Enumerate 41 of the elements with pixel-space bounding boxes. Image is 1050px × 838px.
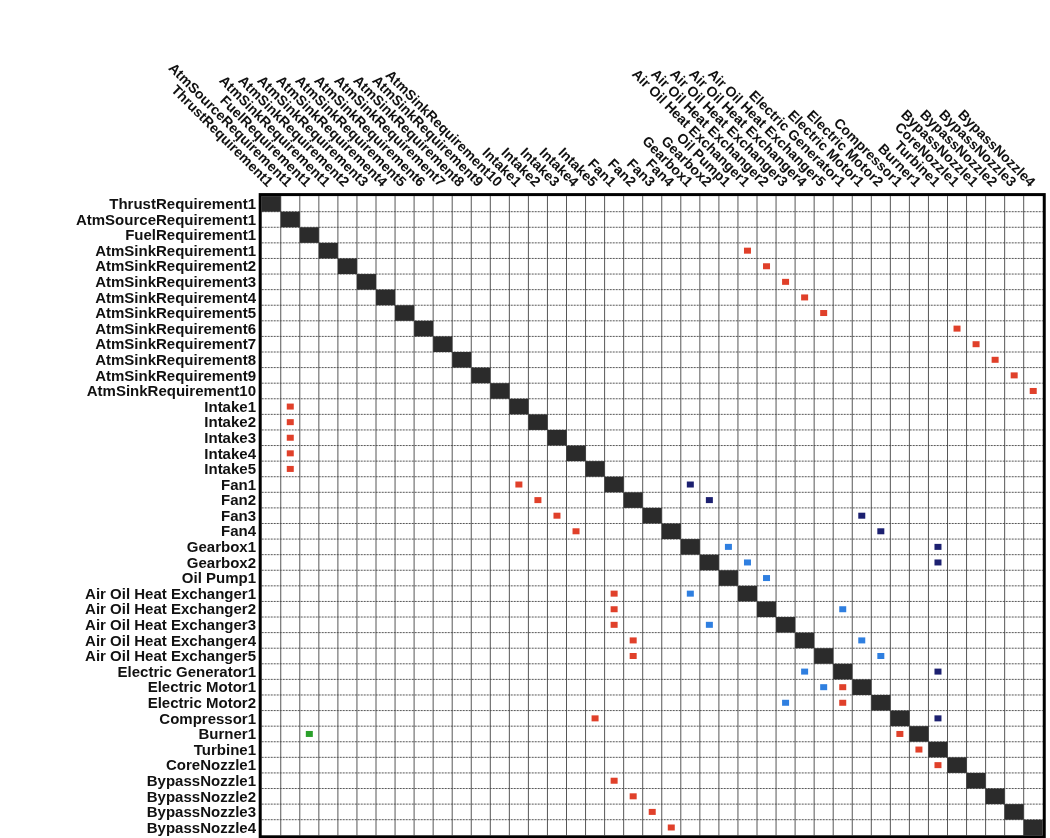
row-label: AtmSinkRequirement4 bbox=[95, 289, 256, 306]
row-label: AtmSinkRequirement1 bbox=[95, 242, 256, 259]
row-label: ThrustRequirement1 bbox=[109, 196, 256, 212]
row-label: BypassNozzle1 bbox=[146, 772, 256, 789]
row-label: AtmSinkRequirement6 bbox=[95, 320, 256, 337]
row-label: AtmSinkRequirement5 bbox=[95, 305, 256, 321]
row-label: Intake2 bbox=[204, 414, 256, 430]
row-label: Air Oil Heat Exchanger2 bbox=[85, 601, 256, 617]
row-label: Electric Generator1 bbox=[117, 663, 256, 680]
row-label: Air Oil Heat Exchanger4 bbox=[85, 632, 256, 649]
row-label: AtmSinkRequirement3 bbox=[95, 274, 256, 290]
row-label: Burner1 bbox=[198, 726, 256, 742]
row-label: Fan1 bbox=[221, 476, 256, 493]
row-label: Compressor1 bbox=[159, 710, 256, 727]
row-label: Air Oil Heat Exchanger5 bbox=[85, 648, 256, 664]
row-label: Electric Motor2 bbox=[147, 694, 256, 711]
row-label: Air Oil Heat Exchanger3 bbox=[85, 617, 256, 633]
row-label: Fan2 bbox=[221, 492, 256, 508]
row-label: FuelRequirement1 bbox=[125, 227, 256, 243]
row-label: Turbine1 bbox=[193, 741, 256, 758]
row-label: CoreNozzle1 bbox=[165, 757, 256, 773]
row-label: Fan4 bbox=[221, 523, 256, 540]
row-label: BypassNozzle3 bbox=[146, 804, 256, 820]
row-label: Oil Pump1 bbox=[181, 570, 256, 586]
row-label: Electric Motor1 bbox=[147, 679, 256, 695]
row-label: AtmSinkRequirement9 bbox=[95, 367, 256, 384]
row-label: AtmSinkRequirement8 bbox=[95, 352, 256, 368]
row-label: AtmSourceRequirement1 bbox=[75, 211, 256, 228]
row-label: BypassNozzle2 bbox=[146, 788, 256, 805]
row-label: Gearbox1 bbox=[186, 539, 256, 555]
row-label: Intake4 bbox=[204, 445, 256, 462]
row-label: Air Oil Heat Exchanger1 bbox=[85, 585, 256, 602]
row-label: Intake3 bbox=[204, 429, 256, 446]
row-label: AtmSinkRequirement2 bbox=[95, 258, 256, 275]
row-label: AtmSinkRequirement10 bbox=[86, 383, 256, 399]
row-label: BypassNozzle4 bbox=[146, 819, 256, 836]
row-label: Fan3 bbox=[221, 507, 256, 524]
row-label: AtmSinkRequirement7 bbox=[95, 336, 256, 352]
row-label: Gearbox2 bbox=[186, 554, 256, 571]
row-label: Intake1 bbox=[204, 398, 256, 415]
row-label: Intake5 bbox=[204, 461, 256, 477]
